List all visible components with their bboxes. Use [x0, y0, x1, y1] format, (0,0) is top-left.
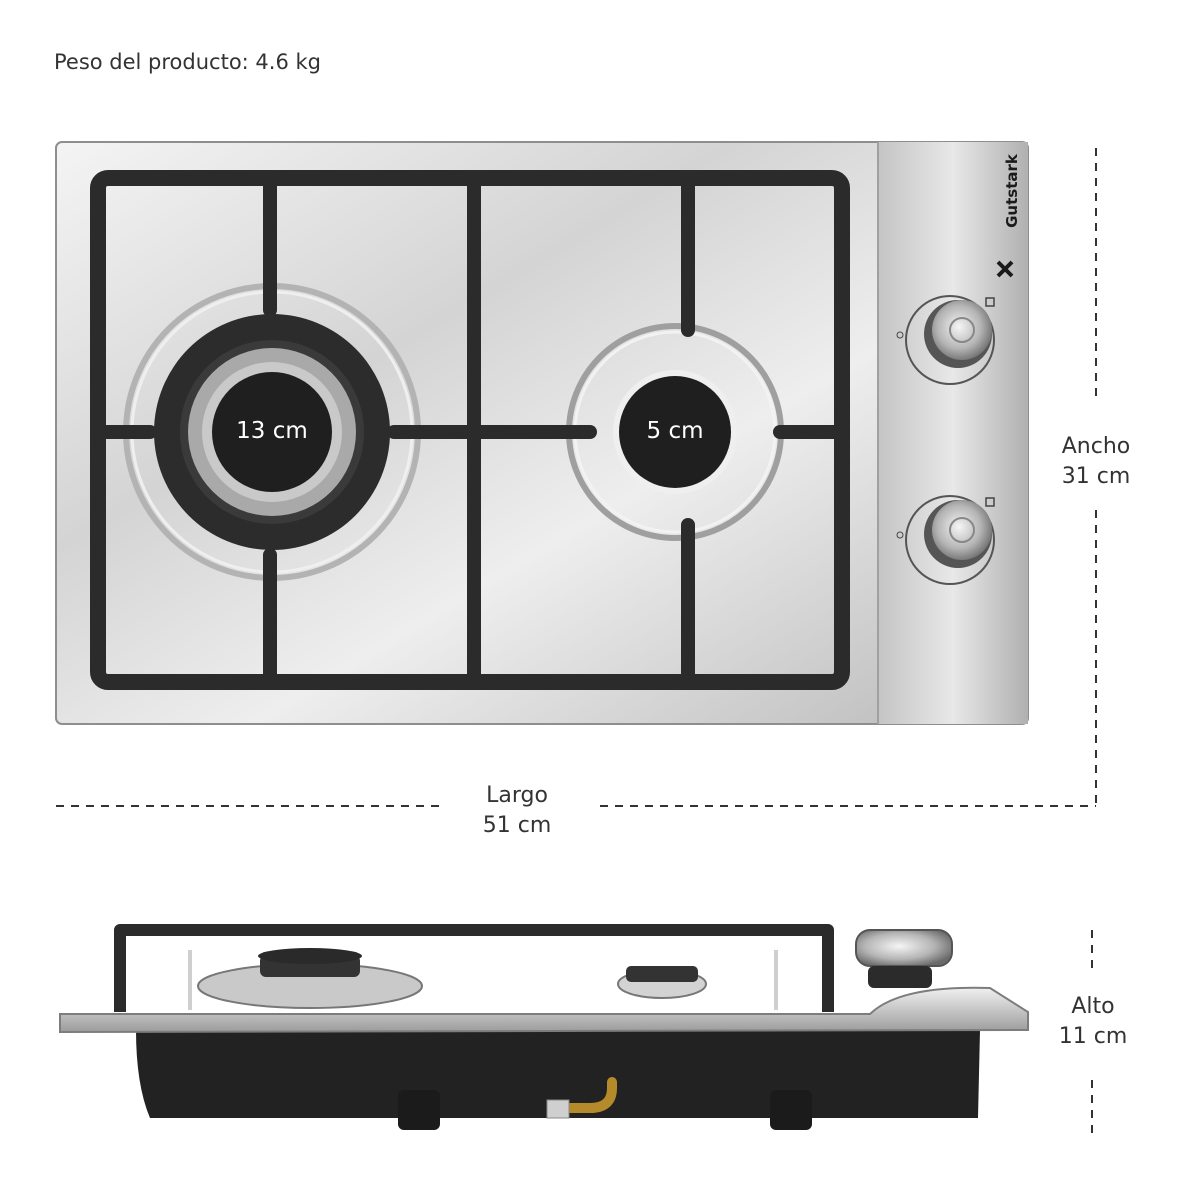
cooktop-side-view	[59, 924, 1029, 1130]
height-dimension: Alto 11 cm	[1040, 992, 1146, 1052]
height-label: Alto	[1071, 994, 1115, 1019]
height-value: 11 cm	[1058, 1024, 1128, 1049]
cooktop-top-view	[55, 141, 1029, 725]
large-burner-label: 13 cm	[236, 418, 308, 444]
width-value: 31 cm	[1061, 464, 1131, 489]
small-burner-label: 5 cm	[646, 418, 704, 444]
brand-name: Gutstark	[1003, 154, 1021, 228]
length-label: Largo	[486, 783, 548, 808]
control-knob-lower	[896, 495, 995, 585]
length-value: 51 cm	[482, 813, 552, 838]
dimension-lines	[56, 148, 1097, 1140]
product-weight: Peso del producto: 4.6 kg	[54, 50, 321, 74]
width-dimension: Ancho 31 cm	[1040, 432, 1152, 492]
brand-logo	[996, 260, 1014, 278]
length-dimension: Largo 51 cm	[460, 781, 574, 841]
large-burner	[154, 314, 390, 550]
control-knob-upper	[896, 295, 995, 385]
small-burner	[613, 370, 737, 494]
width-label: Ancho	[1061, 434, 1131, 459]
